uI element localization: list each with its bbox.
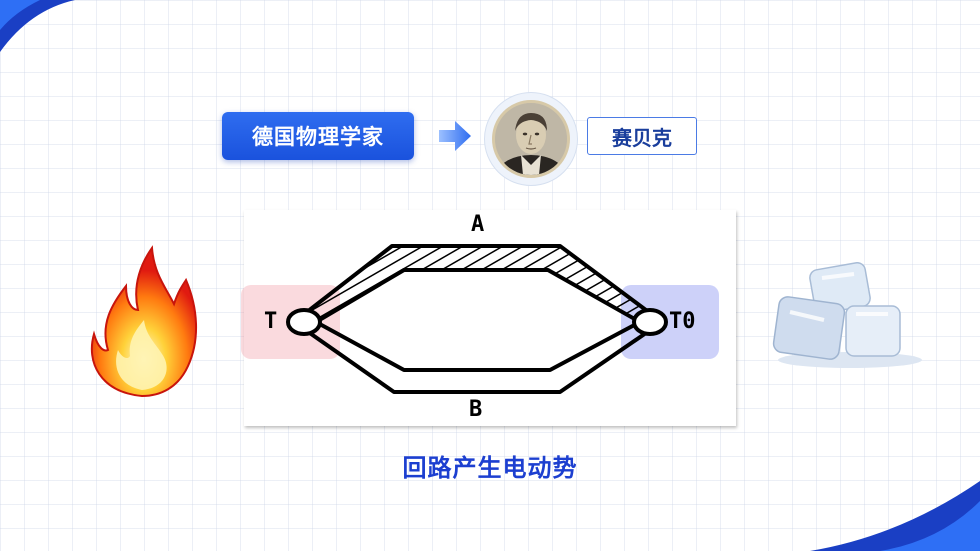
conductor-b xyxy=(292,320,664,394)
diagram-caption: 回路产生电动势 xyxy=(402,454,578,482)
corner-decoration-top-left xyxy=(0,0,75,52)
conductor-a xyxy=(292,244,664,324)
label-hot-temp: T xyxy=(264,309,278,334)
corner-decoration-bottom-right xyxy=(810,481,980,551)
scientist-name: 赛贝克 xyxy=(612,125,672,150)
cold-junction xyxy=(632,308,668,336)
label-conductor-a: A xyxy=(471,212,485,237)
fire-icon xyxy=(90,245,197,398)
label-conductor-b: B xyxy=(469,397,483,422)
title-badge: 德国物理学家 xyxy=(222,112,414,160)
portrait-frame xyxy=(484,92,578,186)
label-cold-temp: T0 xyxy=(669,309,696,334)
hot-junction xyxy=(286,308,322,336)
scientist-portrait xyxy=(492,100,570,178)
scientist-name-box: 赛贝克 xyxy=(587,117,697,155)
arrow-right-icon xyxy=(439,121,471,151)
thermocouple-circuit xyxy=(286,244,668,394)
title-badge-text: 德国物理学家 xyxy=(252,125,384,149)
ice-cubes-icon xyxy=(772,262,922,368)
